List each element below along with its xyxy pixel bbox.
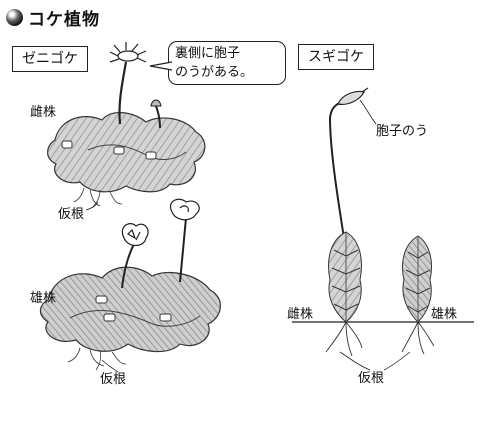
zenigoke-name-box: ゼニゴケ [12, 46, 88, 72]
zenigoke-male-label: 雄株 [30, 291, 57, 306]
zenigoke-rhizoid-label-bottom: 仮根 [100, 372, 127, 387]
figure-title: コケ植物 [6, 4, 100, 30]
capsule [337, 90, 365, 105]
capsule-pointer [359, 99, 377, 125]
gemma-cups-female [61, 140, 157, 160]
young-stalk [155, 105, 161, 129]
zenigoke-female-label: 雌株 [30, 105, 57, 120]
female-stalk [118, 61, 128, 125]
sugigoke-male-label: 雄株 [431, 307, 458, 322]
male-sugigoke-shoot [402, 235, 432, 323]
leader-lines [85, 201, 411, 373]
callout-pointer [149, 61, 173, 71]
capsule-hood [361, 87, 369, 93]
female-thallus [47, 112, 206, 193]
sugigoke-rhizoid-label: 仮根 [358, 371, 385, 386]
zenigoke-rhizoid-label-top: 仮根 [58, 207, 85, 222]
spore-callout: 裏側に胞子 のうがある。 [168, 41, 286, 85]
male-stalk-right [179, 217, 187, 283]
young-bud [150, 99, 162, 107]
rhizoids-male [67, 347, 127, 371]
title-text: コケ植物 [28, 9, 100, 30]
callout-line-1: 裏側に胞子 [175, 46, 241, 61]
female-sugigoke-shoot [328, 231, 362, 323]
archegoniophore-umbrella [109, 42, 147, 63]
callout-line-2: のうがある。 [175, 65, 254, 80]
gemma-cups-male [95, 295, 172, 322]
sugigoke-female-label: 雌株 [287, 307, 314, 322]
male-thallus [39, 266, 221, 353]
antheridiophore-discs [121, 198, 200, 247]
seta [328, 101, 345, 239]
sugigoke-capsule-label: 胞子のう [376, 124, 429, 139]
bullet-icon [6, 8, 23, 26]
rhizoids-sugigoke [325, 321, 435, 357]
male-thallus-fold [69, 309, 201, 327]
male-stalk-left [121, 243, 135, 289]
sugigoke-name-box: スギゴケ [298, 44, 374, 70]
